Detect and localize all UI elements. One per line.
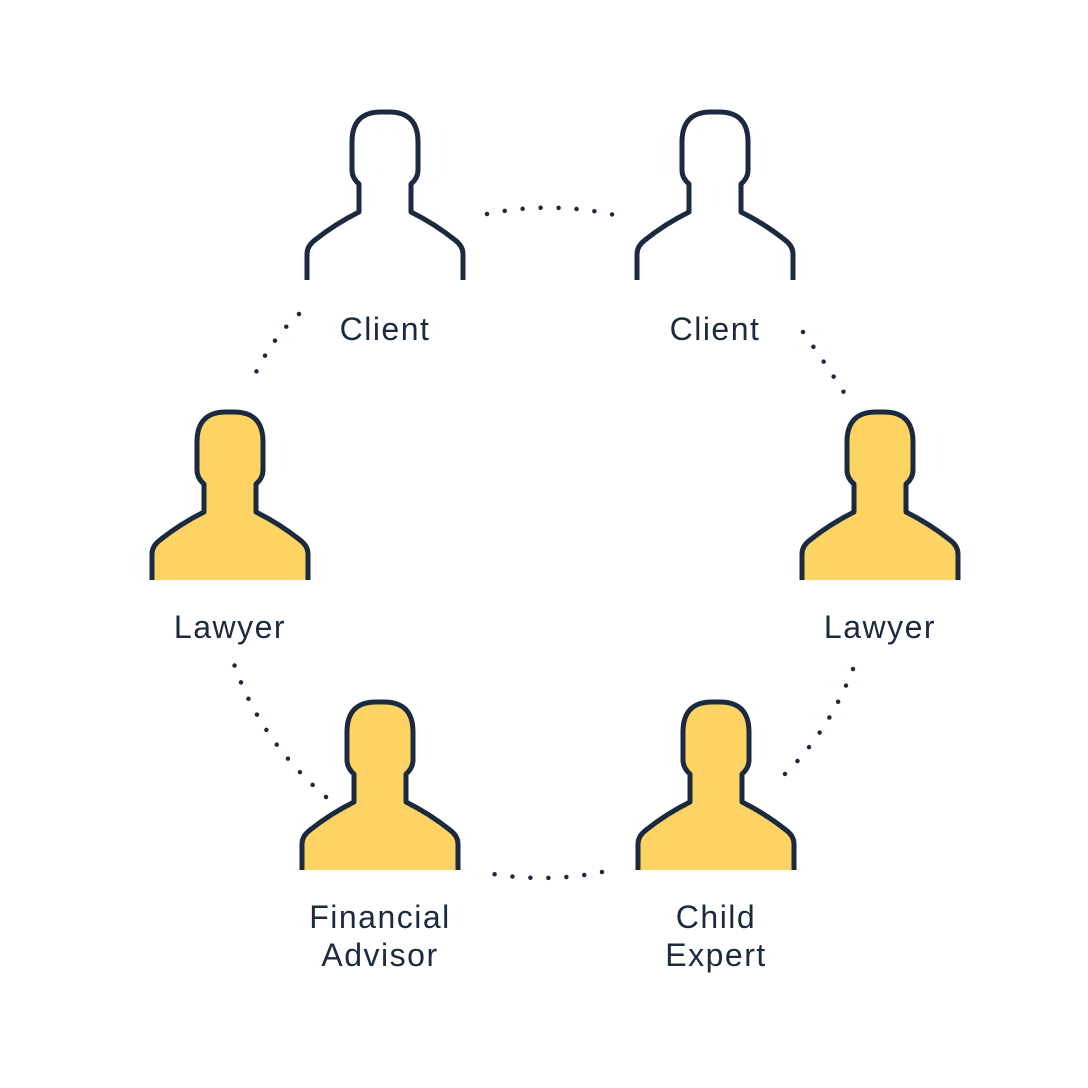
dotted-connector-financial-advisor-to-lawyer-left <box>231 661 329 800</box>
person-icon <box>149 409 311 580</box>
person-icon <box>799 409 961 580</box>
node-label: Lawyer <box>824 609 936 645</box>
node-label-line: Expert <box>665 937 766 973</box>
node-label-line: Lawyer <box>174 609 286 645</box>
person-icon <box>634 109 796 280</box>
node-label-line: Lawyer <box>824 609 936 645</box>
person-icon <box>635 699 797 870</box>
person-icon <box>299 699 461 870</box>
person-outline <box>634 109 796 280</box>
node-label: Lawyer <box>174 609 286 645</box>
node-lawyer-left: Lawyer <box>149 409 311 645</box>
person-icon <box>304 109 466 280</box>
node-label-line: Child <box>676 899 756 935</box>
person-outline <box>149 409 311 580</box>
person-fill <box>802 412 958 580</box>
dotted-connector-lawyer-left-to-client-left <box>249 311 302 384</box>
dotted-connector-lawyer-right-to-child-expert <box>771 666 856 787</box>
connections <box>231 205 856 881</box>
dotted-connector-client-right-to-lawyer-right <box>800 329 853 405</box>
person-fill <box>638 702 794 870</box>
node-client-right: Client <box>634 109 796 347</box>
node-label-line: Client <box>340 311 431 347</box>
dotted-connector-child-expert-to-financial-advisor <box>479 869 605 881</box>
node-label-line: Client <box>670 311 761 347</box>
person-outline <box>635 699 797 870</box>
node-client-left: Client <box>304 109 466 347</box>
dotted-connector-client-left-to-client-right <box>484 205 626 220</box>
node-label: Client <box>340 311 431 347</box>
node-lawyer-right: Lawyer <box>799 409 961 645</box>
person-fill <box>302 702 458 870</box>
person-outline <box>799 409 961 580</box>
node-label: Client <box>670 311 761 347</box>
person-fill <box>152 412 308 580</box>
person-outline <box>299 699 461 870</box>
node-label-line: Advisor <box>321 937 438 973</box>
person-outline <box>304 109 466 280</box>
node-label-line: Financial <box>309 899 451 935</box>
